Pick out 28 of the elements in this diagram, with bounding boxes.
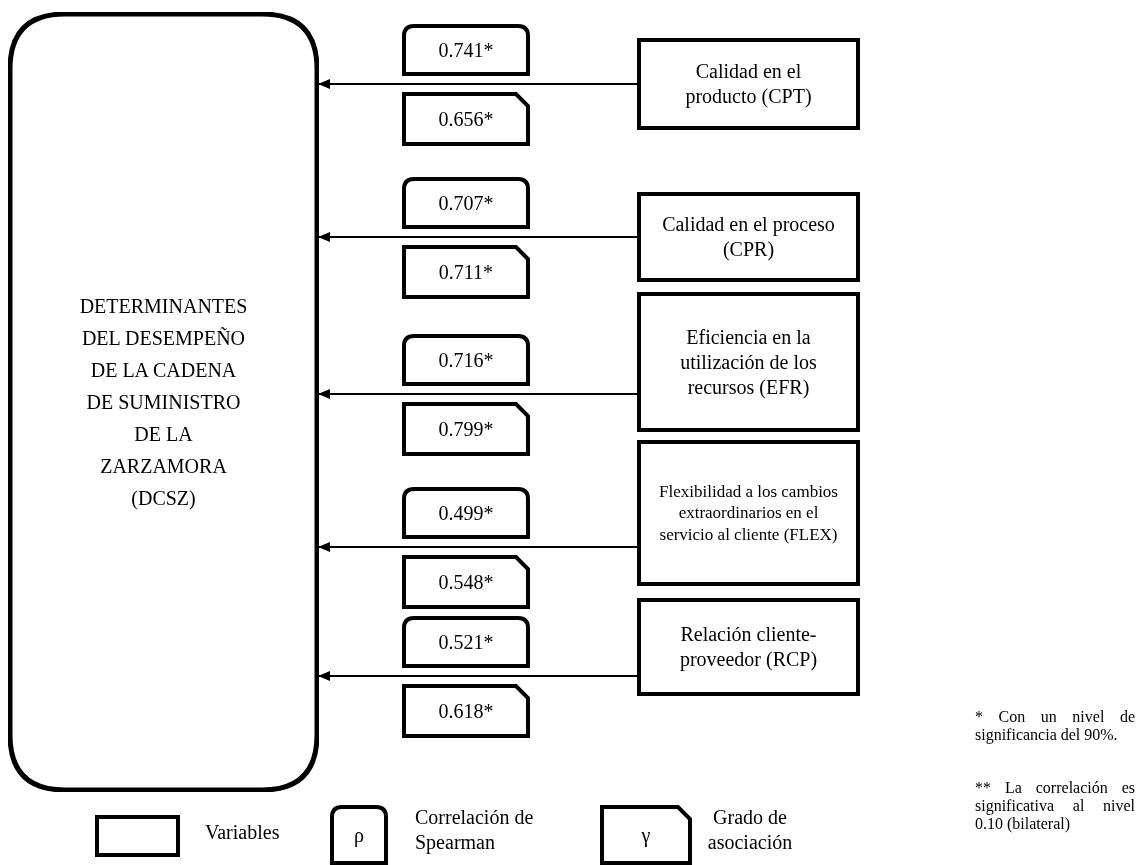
construct-box: DETERMINANTES DEL DESEMPEÑO DE LA CADENA DE SUMINISTRO DE LA ZARZAMORA (DCSZ) — [8, 12, 319, 792]
association-box: 0.548* — [402, 555, 530, 609]
variable-box: Eficiencia en la utilización de los recursos (EFR) — [637, 292, 860, 432]
symbol-label: ρ — [354, 823, 364, 847]
arrow — [318, 232, 638, 242]
arrow — [318, 79, 638, 89]
variable-box: Relación cliente-proveedor (RCP) — [637, 598, 860, 696]
association-box: 0.656* — [402, 92, 530, 146]
arrow — [318, 389, 638, 399]
spearman-box: 0.521* — [402, 616, 530, 668]
arrow — [318, 542, 638, 552]
footnote: ** La correlación es significativa al nivel 0.10 (bilateral) — [975, 779, 1135, 833]
association-box: 0.711* — [402, 245, 530, 299]
arrow — [318, 671, 638, 681]
spearman-box: 0.499* — [402, 487, 530, 539]
association-box: 0.618* — [402, 684, 530, 738]
spearman-box: 0.741* — [402, 24, 530, 76]
spearman-box: 0.716* — [402, 334, 530, 386]
association-box: 0.799* — [402, 402, 530, 456]
spearman-box: 0.707* — [402, 177, 530, 229]
variable-box: Calidad en el proceso (CPR) — [637, 192, 860, 282]
legend-text: Correlación de Spearman — [415, 805, 535, 855]
legend-text: Variables — [205, 820, 281, 845]
footnote: * Con un nivel de significancia del 90%. — [975, 708, 1135, 744]
variable-box: Flexibilidad a los cambios extraordinarios en el servicio al cliente (FLEX) — [637, 440, 860, 586]
variable-box: Calidad en el producto (CPT) — [637, 38, 860, 130]
legend-text: Grado de asociación — [706, 805, 794, 855]
symbol-label: γ — [641, 823, 651, 847]
